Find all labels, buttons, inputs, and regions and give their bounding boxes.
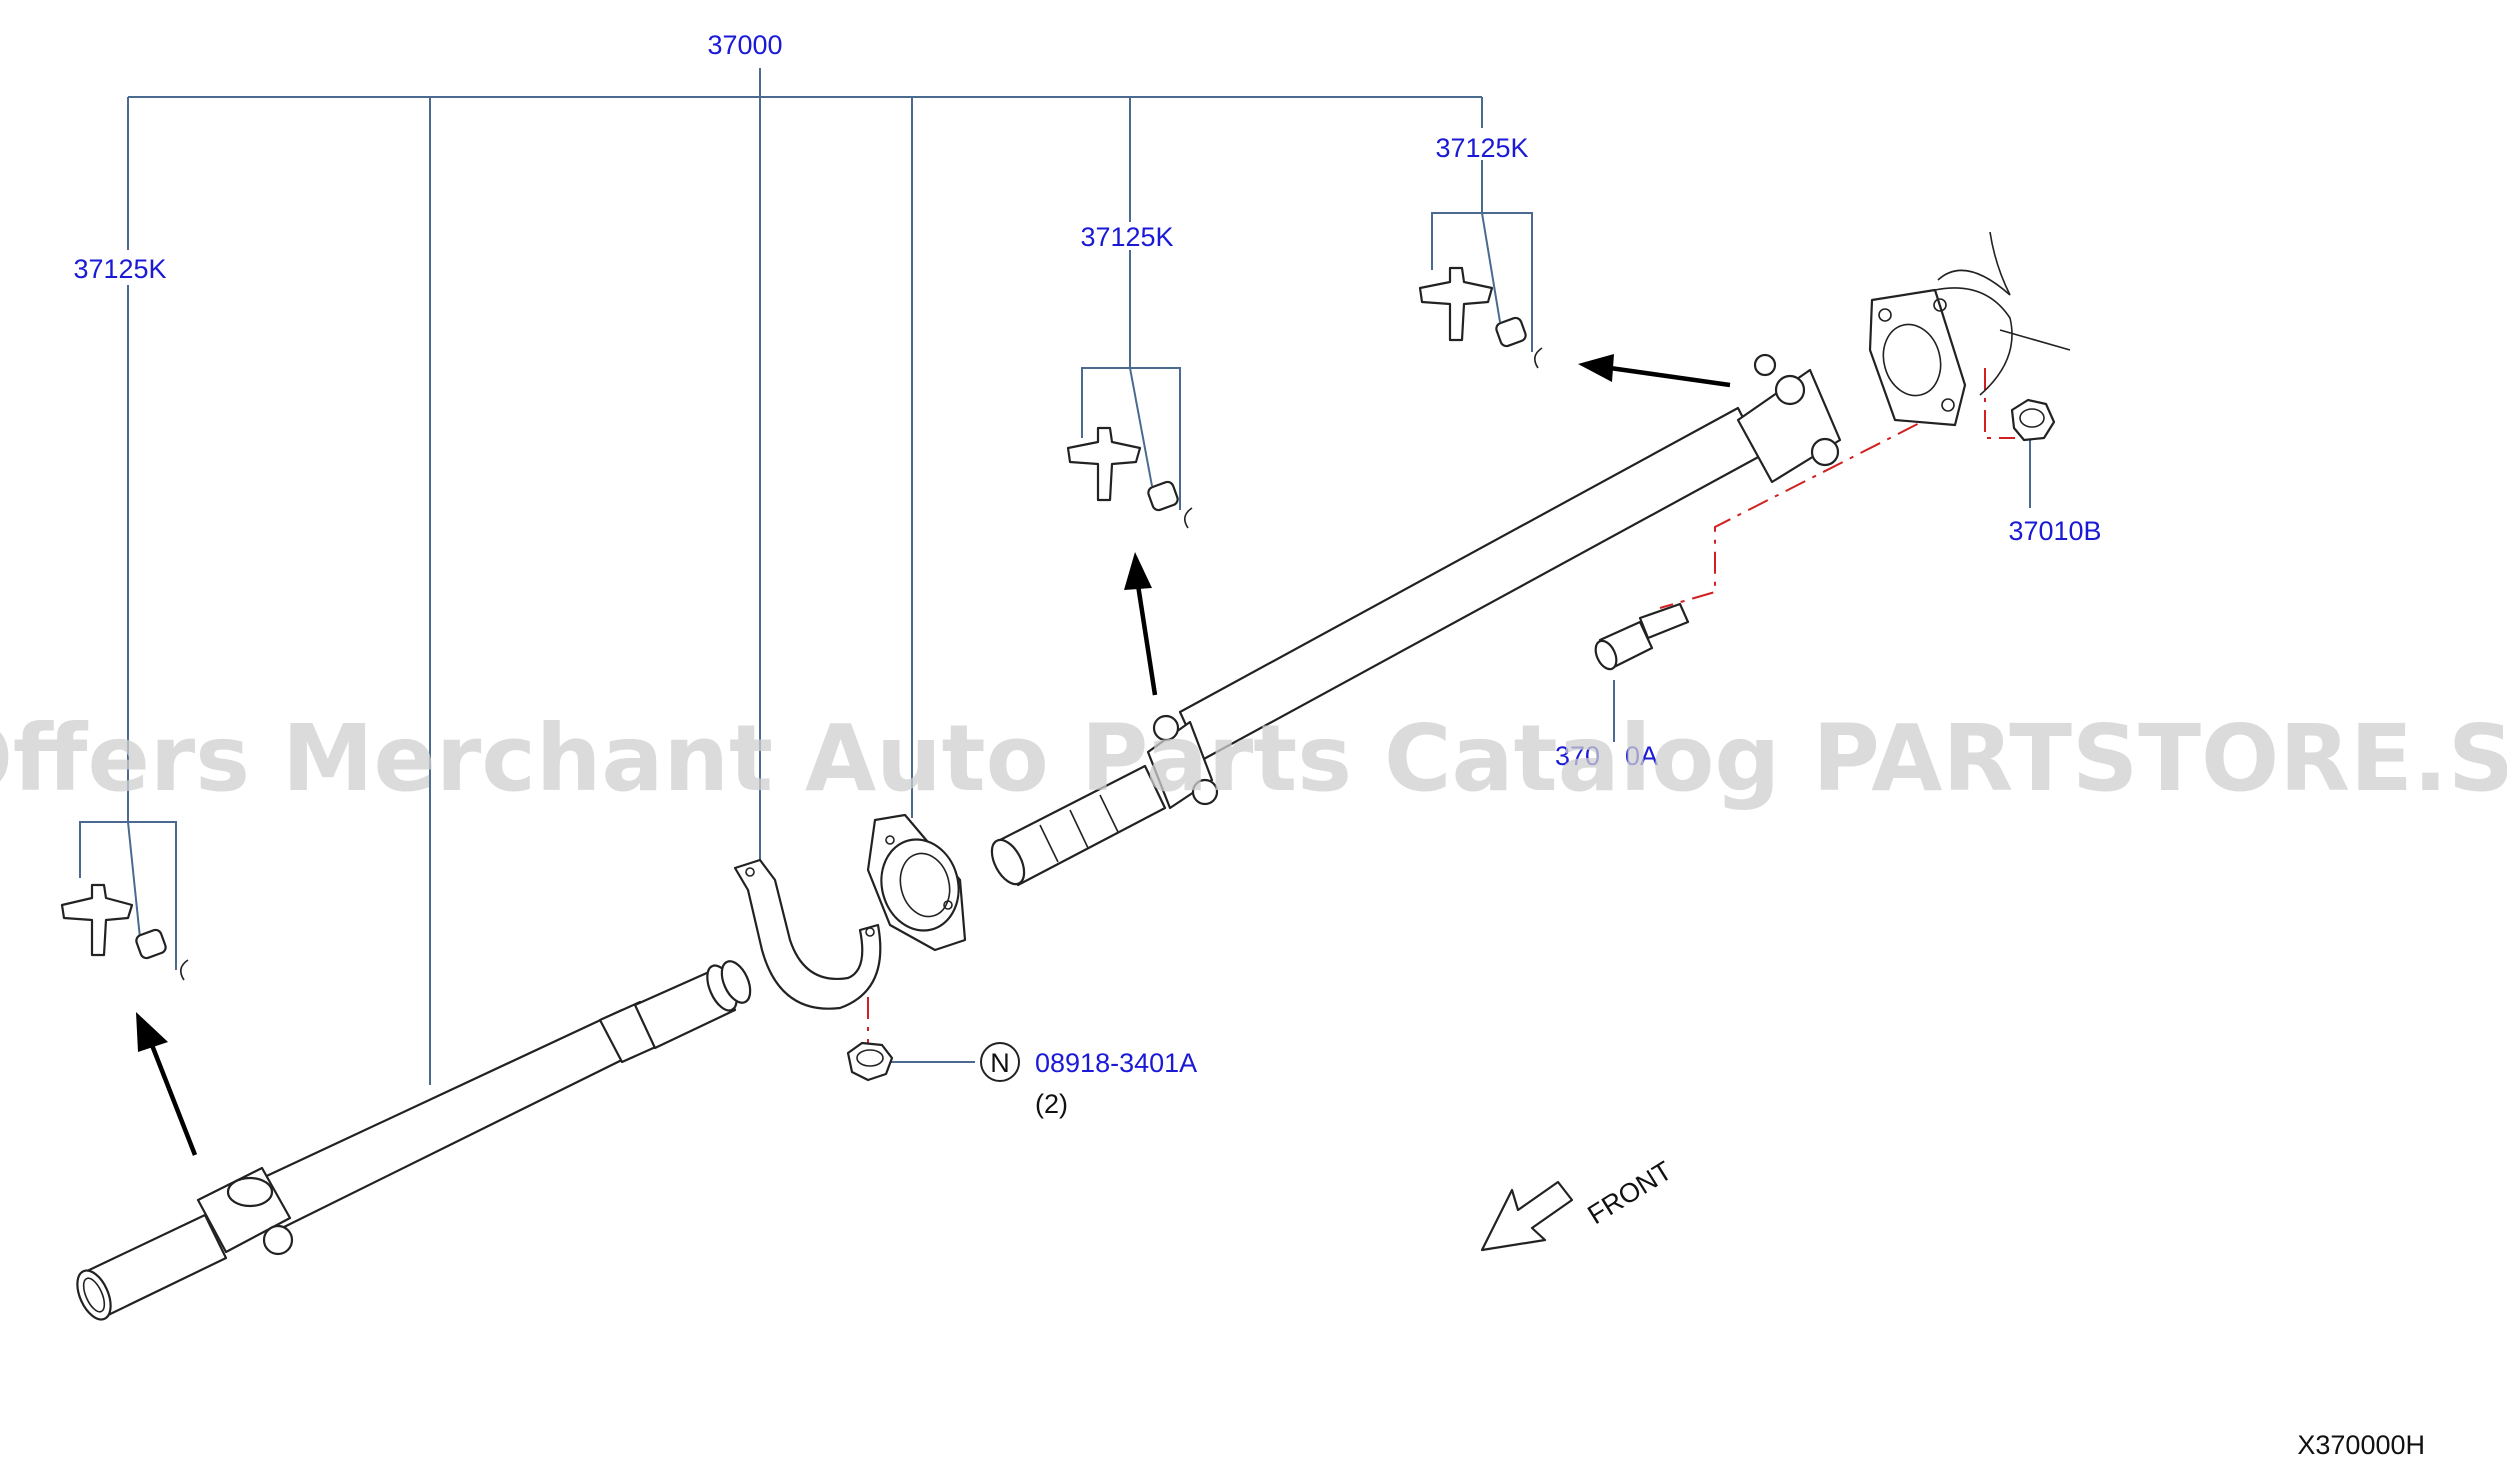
- middle-kit-bracket: [1081, 367, 1181, 510]
- explode-arrow-left: [136, 1012, 198, 1156]
- diagram-code: X370000H: [2297, 1430, 2425, 1460]
- center-bearing: [866, 813, 967, 952]
- callout-kit-middle: 37125K: [1080, 222, 1173, 252]
- callout-37000: 37000: [707, 30, 782, 60]
- callout-bolt: 370: [1555, 741, 1600, 771]
- hex-nut-center: [846, 1041, 894, 1082]
- differential-flange: [1868, 231, 2071, 427]
- callout-08918-3401a: 08918-3401A: [1035, 1048, 1197, 1078]
- explode-arrow-right: [1578, 354, 1731, 388]
- bolt: [1594, 602, 1690, 671]
- new-part-symbol: N: [980, 1042, 1020, 1082]
- front-shaft: [76, 960, 752, 1321]
- assembly-leader-lines: [127, 68, 1483, 1085]
- callout-37010b: 37010B: [2008, 516, 2101, 546]
- callout-kit-right: 37125K: [1435, 133, 1528, 163]
- flange-nut: [2010, 398, 2056, 442]
- rear-shaft: [990, 353, 1842, 887]
- middle-joint-kit: [1066, 426, 1193, 529]
- left-kit-bracket: [79, 821, 177, 970]
- center-bearing-bracket: [733, 858, 882, 1010]
- front-label: FRONT: [1582, 1155, 1677, 1230]
- callout-bolt-suffix: 0A: [1625, 741, 1658, 771]
- right-joint-kit: [1418, 266, 1543, 369]
- callout-kit-left: 37125K: [73, 254, 166, 284]
- right-kit-bracket: [1431, 212, 1533, 352]
- callout-quantity: (2): [1035, 1089, 1068, 1119]
- front-direction-arrow: [1480, 1180, 1574, 1252]
- explode-arrow-middle: [1124, 552, 1158, 696]
- left-joint-kit: [60, 883, 189, 981]
- watermark-text: Offers Merchant Auto Parts Catalog PARTS…: [0, 705, 2507, 812]
- n-symbol-label: N: [990, 1048, 1010, 1078]
